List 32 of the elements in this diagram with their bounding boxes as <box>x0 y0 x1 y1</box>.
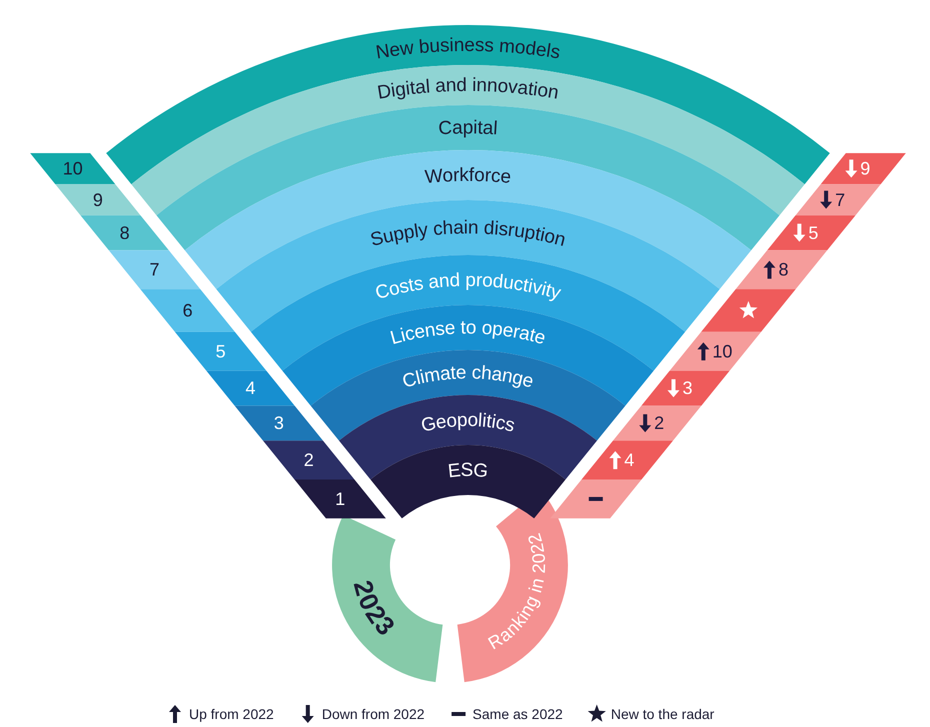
band-label: Geopolitics <box>419 409 517 436</box>
rank-number: 6 <box>182 300 193 321</box>
rank-number: 2 <box>654 413 664 434</box>
rank-number: 9 <box>860 158 870 179</box>
band-label: Supply chain disruption <box>368 216 568 251</box>
rank-number: 3 <box>682 378 692 398</box>
rank-number: 7 <box>150 260 160 280</box>
legend-text: Down from 2022 <box>322 706 425 722</box>
rank-number: 8 <box>120 222 130 243</box>
rank-number: 9 <box>92 190 103 210</box>
rank-number: 10 <box>712 341 732 362</box>
band-label: License to operate <box>388 316 548 349</box>
rank-number: 4 <box>246 378 256 398</box>
band-label: ESG <box>446 459 490 482</box>
band-label: Costs and productivity <box>372 269 564 304</box>
rank-number: 5 <box>808 222 818 243</box>
legend-text: New to the radar <box>610 706 714 722</box>
band-label: New business models <box>374 34 562 64</box>
rank-number: 3 <box>274 413 284 434</box>
band-label: Climate change <box>400 362 536 392</box>
rank-number: 8 <box>778 260 788 280</box>
rank-number: 10 <box>62 158 83 179</box>
legend-text: Up from 2022 <box>189 706 274 722</box>
band-label: Workforce <box>424 164 512 188</box>
band-label: Digital and innovation <box>376 74 560 104</box>
rank-number: 5 <box>216 341 226 362</box>
legend-text: Same as 2022 <box>472 706 563 722</box>
rank-number: 2 <box>304 450 314 470</box>
rank-number: 7 <box>835 190 846 210</box>
rank-number: 1 <box>335 488 346 509</box>
band-label: Capital <box>438 117 498 139</box>
rank-number: 4 <box>624 450 634 470</box>
